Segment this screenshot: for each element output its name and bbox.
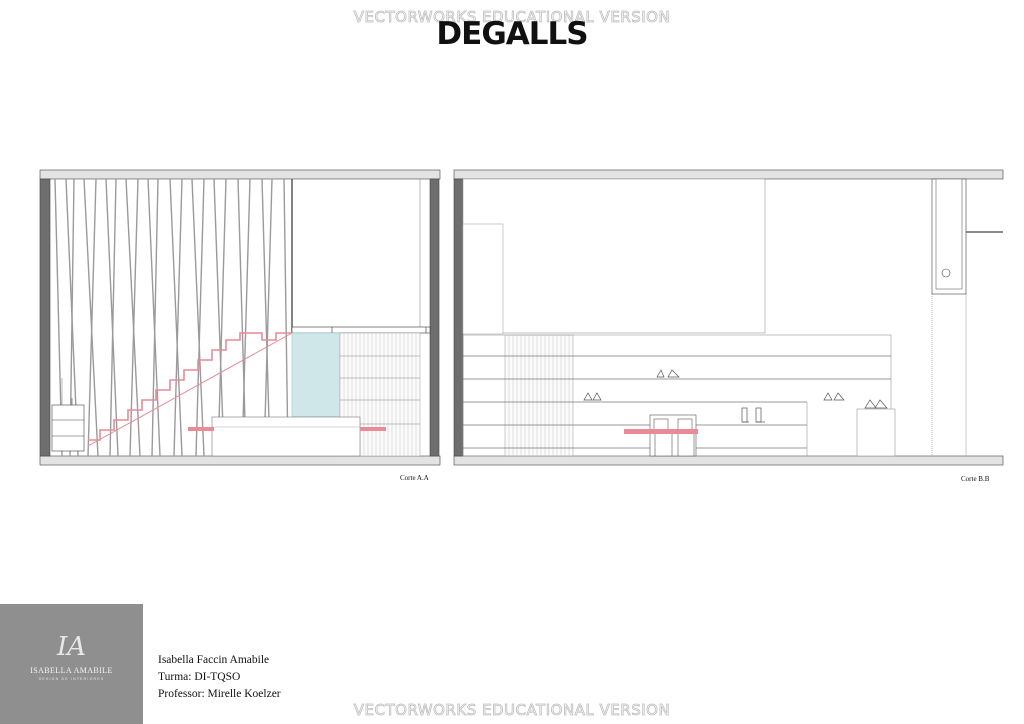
section-a-floor-slab bbox=[39, 455, 441, 466]
designer-logo: IA ISABELLA AMABILE DESIGN DE INTERIORES bbox=[0, 604, 143, 724]
title-block-info: Isabella Faccin Amabile Turma: DI-TQSO P… bbox=[158, 652, 281, 703]
section-a-cabinet bbox=[51, 404, 85, 452]
logo-subtitle: DESIGN DE INTERIORES bbox=[38, 677, 105, 681]
watermark-bottom: VECTORWORKS EDUCATIONAL VERSION bbox=[353, 701, 671, 720]
section-b-drawing bbox=[453, 169, 1004, 466]
section-a-drawing bbox=[39, 169, 441, 466]
professor-line: Professor: Mirelle Koelzer bbox=[158, 688, 281, 700]
class-line: Turma: DI-TQSO bbox=[158, 671, 241, 683]
section-a-glass-panel bbox=[291, 332, 341, 418]
section-b-upper-panel bbox=[462, 178, 766, 334]
section-b-ceiling-slab bbox=[453, 169, 1004, 180]
section-b-cabinet-right bbox=[856, 408, 896, 457]
section-a-bench-left bbox=[188, 427, 214, 431]
section-b-slat-wall bbox=[504, 334, 574, 457]
section-b-shoe-displays bbox=[583, 369, 888, 423]
logo-name: ISABELLA AMABILE bbox=[30, 666, 113, 675]
section-a-bench-right bbox=[360, 427, 386, 431]
section-b-left-wall bbox=[453, 178, 464, 457]
section-b-pink-bench bbox=[624, 429, 698, 434]
logo-monogram: IA bbox=[56, 632, 87, 662]
section-a-right-wall bbox=[429, 178, 440, 457]
section-b-label: Corte B.B bbox=[961, 475, 990, 483]
watermark-top: VECTORWORKS EDUCATIONAL VERSION bbox=[353, 8, 671, 27]
author-name: Isabella Faccin Amabile bbox=[158, 654, 270, 666]
section-a-label: Corte A.A bbox=[400, 474, 429, 482]
section-a-ceiling-slab bbox=[39, 169, 441, 180]
page-title: DEGALLS bbox=[436, 16, 588, 52]
section-a-counter bbox=[211, 416, 361, 457]
section-a-rod-screen bbox=[54, 178, 289, 457]
section-a-left-wall bbox=[39, 178, 51, 457]
section-b-floor-slab bbox=[453, 455, 1004, 466]
section-a-mezzanine-beam bbox=[291, 326, 431, 334]
section-a-staircase bbox=[88, 332, 292, 441]
